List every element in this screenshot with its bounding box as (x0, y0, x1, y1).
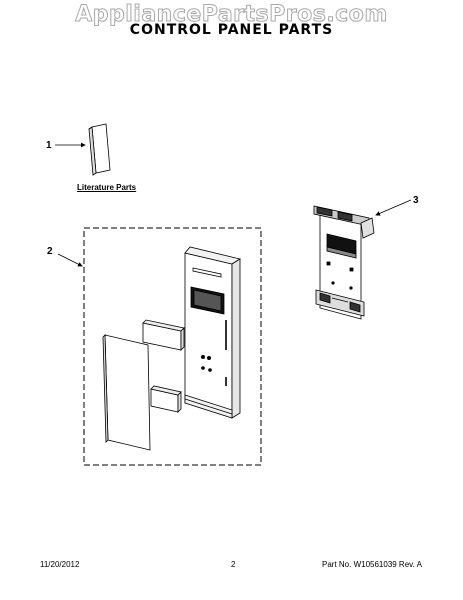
membrane-touchpad-part (102, 334, 151, 451)
callout-3: 3 (413, 195, 419, 206)
literature-booklet-part (88, 123, 111, 176)
callout-2: 2 (47, 246, 53, 257)
footer-part-number: Part No. W10561039 Rev. A (322, 560, 422, 569)
leader-line-2 (57, 253, 83, 267)
callout-1: 1 (46, 140, 52, 151)
footer-page-number: 2 (231, 560, 236, 569)
footer-date: 11/20/2012 (40, 560, 80, 569)
control-panel-frame-part (184, 246, 242, 419)
mounting-bracket-part (313, 205, 375, 320)
watermark: AppliancePartsPros.com (75, 2, 388, 28)
overlay-label-part (142, 319, 185, 351)
leader-line-3 (375, 199, 412, 216)
page-title: CONTROL PANEL PARTS (129, 22, 334, 38)
literature-parts-label: Literature Parts (77, 183, 137, 192)
tail-connector-part (150, 385, 182, 413)
